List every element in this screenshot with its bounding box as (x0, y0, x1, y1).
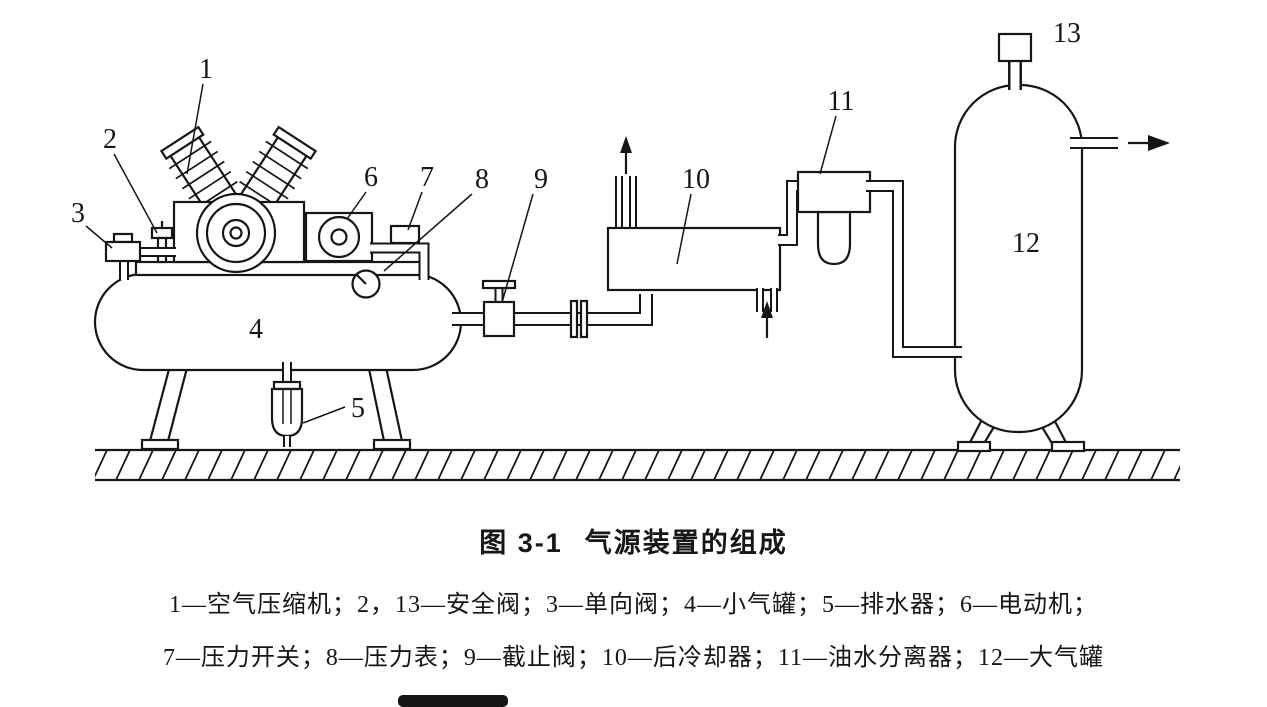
pipe-flange (569, 299, 589, 339)
cooling-air-in-arrow-icon (761, 301, 773, 338)
callout-2: 2 (103, 124, 117, 155)
figure-title: 气源装置的组成 (584, 528, 788, 558)
compressor-cylinder-right (237, 125, 318, 218)
check-valve (104, 232, 176, 280)
aftercooler (606, 176, 782, 312)
small-air-tank (93, 272, 463, 372)
pipe-tank-to-cooler (452, 294, 653, 326)
pneumatic-source-diagram: 1 2 3 4 5 6 7 8 9 10 11 12 13 (71, 18, 1180, 482)
callout-9: 9 (534, 164, 548, 195)
cooling-air-out-arrow-icon (620, 136, 632, 174)
scan-artifact (398, 695, 508, 707)
callout-13: 13 (1053, 18, 1081, 49)
compressor-base-plate (134, 260, 430, 277)
water-drainer (270, 362, 304, 447)
air-compressor (159, 125, 318, 274)
pressure-switch (389, 224, 421, 245)
discharge-pipe (370, 242, 430, 280)
outlet-flow-arrow-icon (1128, 135, 1170, 151)
callout-4: 4 (249, 314, 263, 345)
callout-6: 6 (364, 162, 378, 193)
electric-motor (304, 211, 374, 263)
safety-valve-13 (997, 32, 1033, 90)
callout-11: 11 (828, 86, 855, 117)
legend-line-2: 7—压力开关；8—压力表；9—截止阀；10—后冷却器；11—油水分离器；12—大… (162, 645, 1105, 671)
callout-10: 10 (682, 164, 710, 195)
legend-line-1: 1—空气压缩机；2，13—安全阀；3—单向阀；4—小气罐；5—排水器；6—电动机… (169, 592, 1098, 618)
callout-leader-lines (85, 83, 837, 424)
figure-number: 图 3-1 (479, 528, 563, 558)
callout-3: 3 (71, 198, 85, 229)
callout-5: 5 (351, 393, 365, 424)
figure-caption: 图 3-1 气源装置的组成 (0, 521, 1267, 560)
stop-valve (481, 279, 517, 338)
oil-water-separator (796, 170, 872, 266)
ground-hatching (95, 448, 1180, 482)
callout-numbers: 1 2 3 4 5 6 7 8 9 10 11 12 13 (71, 18, 1081, 424)
callout-12: 12 (1012, 228, 1040, 259)
pipe-separator-to-tank (866, 180, 962, 358)
pressure-gauge (351, 269, 381, 299)
callout-8: 8 (475, 164, 489, 195)
compressor-flywheel (195, 192, 277, 274)
callout-7: 7 (420, 162, 434, 193)
callout-1: 1 (199, 54, 213, 85)
